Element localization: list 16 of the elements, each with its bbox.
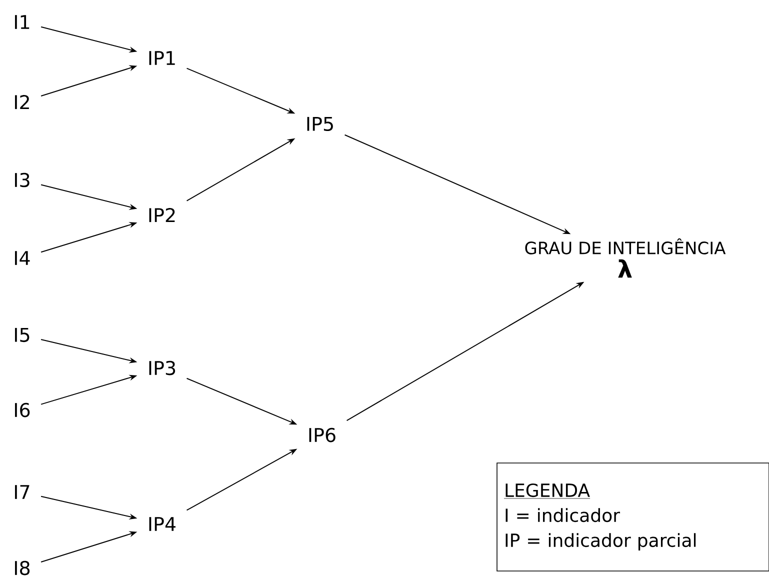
indicator-label: IP4 (149, 517, 176, 531)
indicator-label: IP3 (149, 360, 176, 376)
indicator-label: I3 (15, 172, 30, 188)
indicator-label: IP1 (149, 51, 175, 65)
indicator-label: I6 (15, 402, 30, 418)
indicator-label: IP2 (149, 208, 175, 222)
indicator-label: IP6 (309, 428, 336, 442)
indicator-label: I2 (15, 94, 29, 110)
indicator-label: I1 (15, 15, 30, 29)
indicator-label: IP5 (307, 116, 333, 132)
legend-box: LEGENDA I = indicador IP = indicador parcial (496, 462, 769, 572)
indicator-label: I8 (15, 560, 30, 576)
indicator-label: I7 (15, 485, 30, 499)
indicator-label: I5 (15, 328, 30, 342)
indicator-label: I4 (15, 251, 30, 265)
result-label: GRAU DE INTELIGÊNCIA λ (525, 238, 726, 278)
